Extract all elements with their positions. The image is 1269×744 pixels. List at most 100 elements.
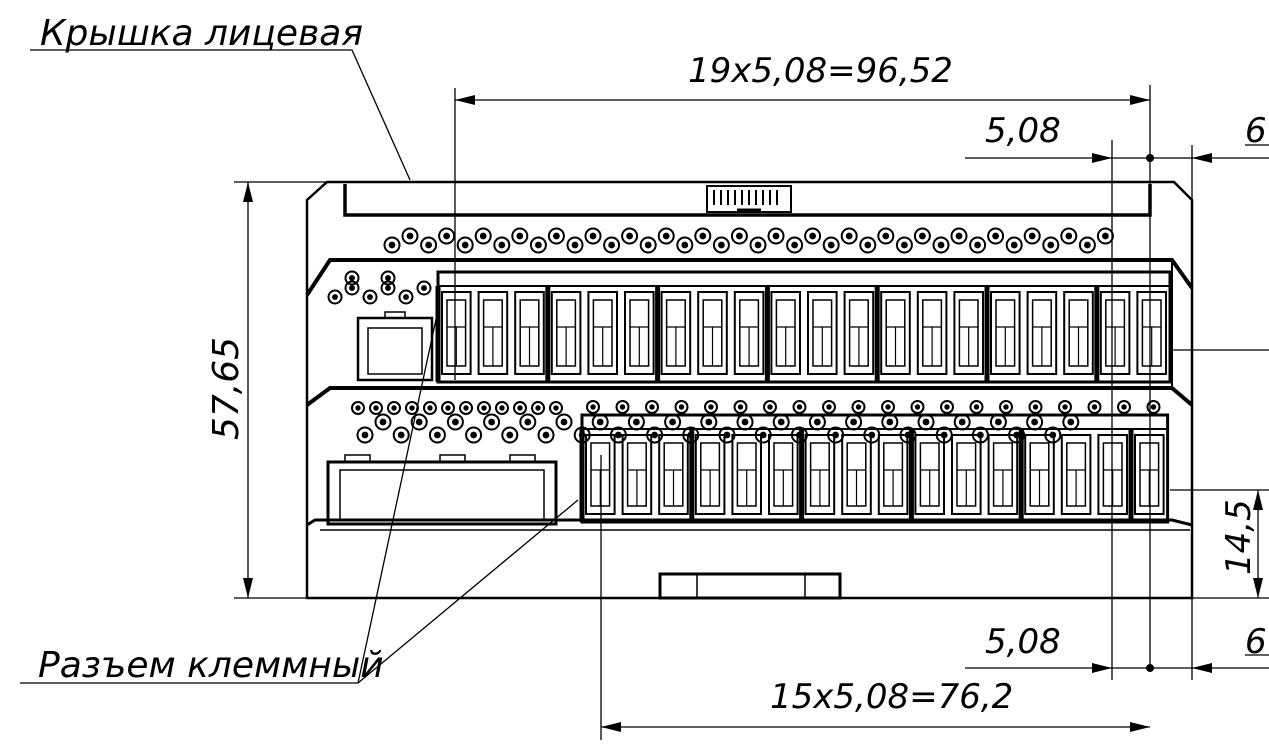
terminal (1063, 291, 1094, 375)
screw-hole (733, 400, 748, 414)
screw-hole (1023, 227, 1041, 245)
terminal (689, 429, 726, 522)
screw-hole (767, 227, 785, 245)
screw-hole (932, 236, 950, 254)
terminal (655, 286, 692, 382)
screw-hole (917, 413, 935, 431)
screw-hole (895, 236, 913, 254)
screw-hole (1005, 236, 1023, 254)
screw-hole (327, 289, 343, 305)
label-front-cover: Крышка лицевая (40, 13, 363, 54)
terminal (1094, 286, 1131, 382)
terminal (1136, 291, 1168, 375)
screw-hole (822, 236, 840, 254)
terminal (579, 429, 616, 522)
screw-hole (950, 227, 968, 245)
screw-hole (410, 413, 428, 431)
screw-hole (621, 227, 639, 245)
screw-hole (513, 401, 527, 415)
rj-connector (356, 311, 434, 382)
screw-hole (1060, 227, 1078, 245)
screw-hole (362, 289, 378, 305)
dimension-lines (20, 49, 1269, 740)
dim-top-right-text: 6 (1245, 111, 1267, 151)
screw-hole (808, 413, 826, 431)
screw-hole (736, 413, 754, 431)
screw-hole (380, 280, 396, 296)
screw-hole (804, 227, 822, 245)
screw-hole (840, 227, 858, 245)
terminal (514, 291, 545, 375)
screw-hole (1028, 400, 1043, 414)
screw-hole (483, 413, 501, 431)
left-dots-upper (327, 270, 432, 305)
screw-hole (529, 236, 547, 254)
screw-hole (792, 400, 807, 414)
terminal (1128, 429, 1165, 522)
screw-hole (493, 236, 511, 254)
terminal (435, 286, 472, 382)
upper-screw-holes (383, 227, 1114, 254)
screw-hole (392, 426, 410, 444)
leader-terminal-connector (20, 309, 579, 684)
terminal (916, 291, 948, 375)
top-connector (706, 185, 792, 213)
screw-hole (356, 426, 374, 444)
terminal (951, 434, 982, 515)
terminal (874, 286, 911, 382)
screw-hole (851, 400, 866, 414)
dim-bottom-pitch-text: 5,08 (985, 622, 1061, 662)
screw-hole (591, 413, 609, 431)
dim-bottom-total-text: 15x5,08=76,2 (770, 677, 1013, 717)
screw-hole (676, 236, 694, 254)
screw-hole (786, 236, 804, 254)
screw-hole (398, 289, 414, 305)
screw-hole (627, 413, 645, 431)
screw-hole (1146, 400, 1161, 414)
screw-hole (999, 400, 1013, 414)
terminal (768, 434, 799, 515)
dim-lower-text: 14,5 (1219, 499, 1259, 575)
screw-hole (519, 413, 537, 431)
terminal (697, 291, 728, 375)
screw-hole (1078, 236, 1096, 254)
screw-hole (531, 401, 545, 415)
screw-hole (1062, 413, 1080, 431)
screw-hole (674, 400, 689, 414)
terminal (1097, 434, 1129, 515)
terminal (984, 286, 1021, 382)
screw-hole (477, 401, 491, 415)
screw-hole (1026, 413, 1044, 431)
screw-hole (859, 236, 877, 254)
screw-hole (547, 227, 565, 245)
terminal (987, 434, 1019, 515)
screw-hole (456, 236, 474, 254)
screw-hole (374, 413, 392, 431)
screw-hole (401, 227, 419, 245)
terminal (877, 434, 909, 515)
screw-hole (772, 413, 790, 431)
terminal (587, 291, 619, 375)
screw-hole (615, 400, 630, 414)
din-clip (658, 572, 842, 600)
screw-hole (446, 413, 464, 431)
screw-hole (953, 413, 971, 431)
terminal (807, 291, 838, 375)
terminal (733, 291, 765, 375)
screw-hole (344, 270, 360, 286)
screw-hole (881, 413, 899, 431)
terminal (658, 434, 689, 515)
screw-hole (501, 426, 519, 444)
screw-hole (749, 236, 767, 254)
terminal (624, 291, 655, 375)
screw-hole (657, 227, 675, 245)
dim-top-total-text: 19x5,08=96,52 (688, 51, 953, 91)
screw-hole (566, 236, 584, 254)
screw-hole (1117, 400, 1131, 414)
terminal-connector (326, 454, 558, 526)
screw-hole (420, 236, 438, 254)
upper-terminal-block (435, 270, 1172, 384)
screw-hole (712, 236, 730, 254)
terminal (477, 291, 509, 375)
terminal (1018, 429, 1055, 522)
